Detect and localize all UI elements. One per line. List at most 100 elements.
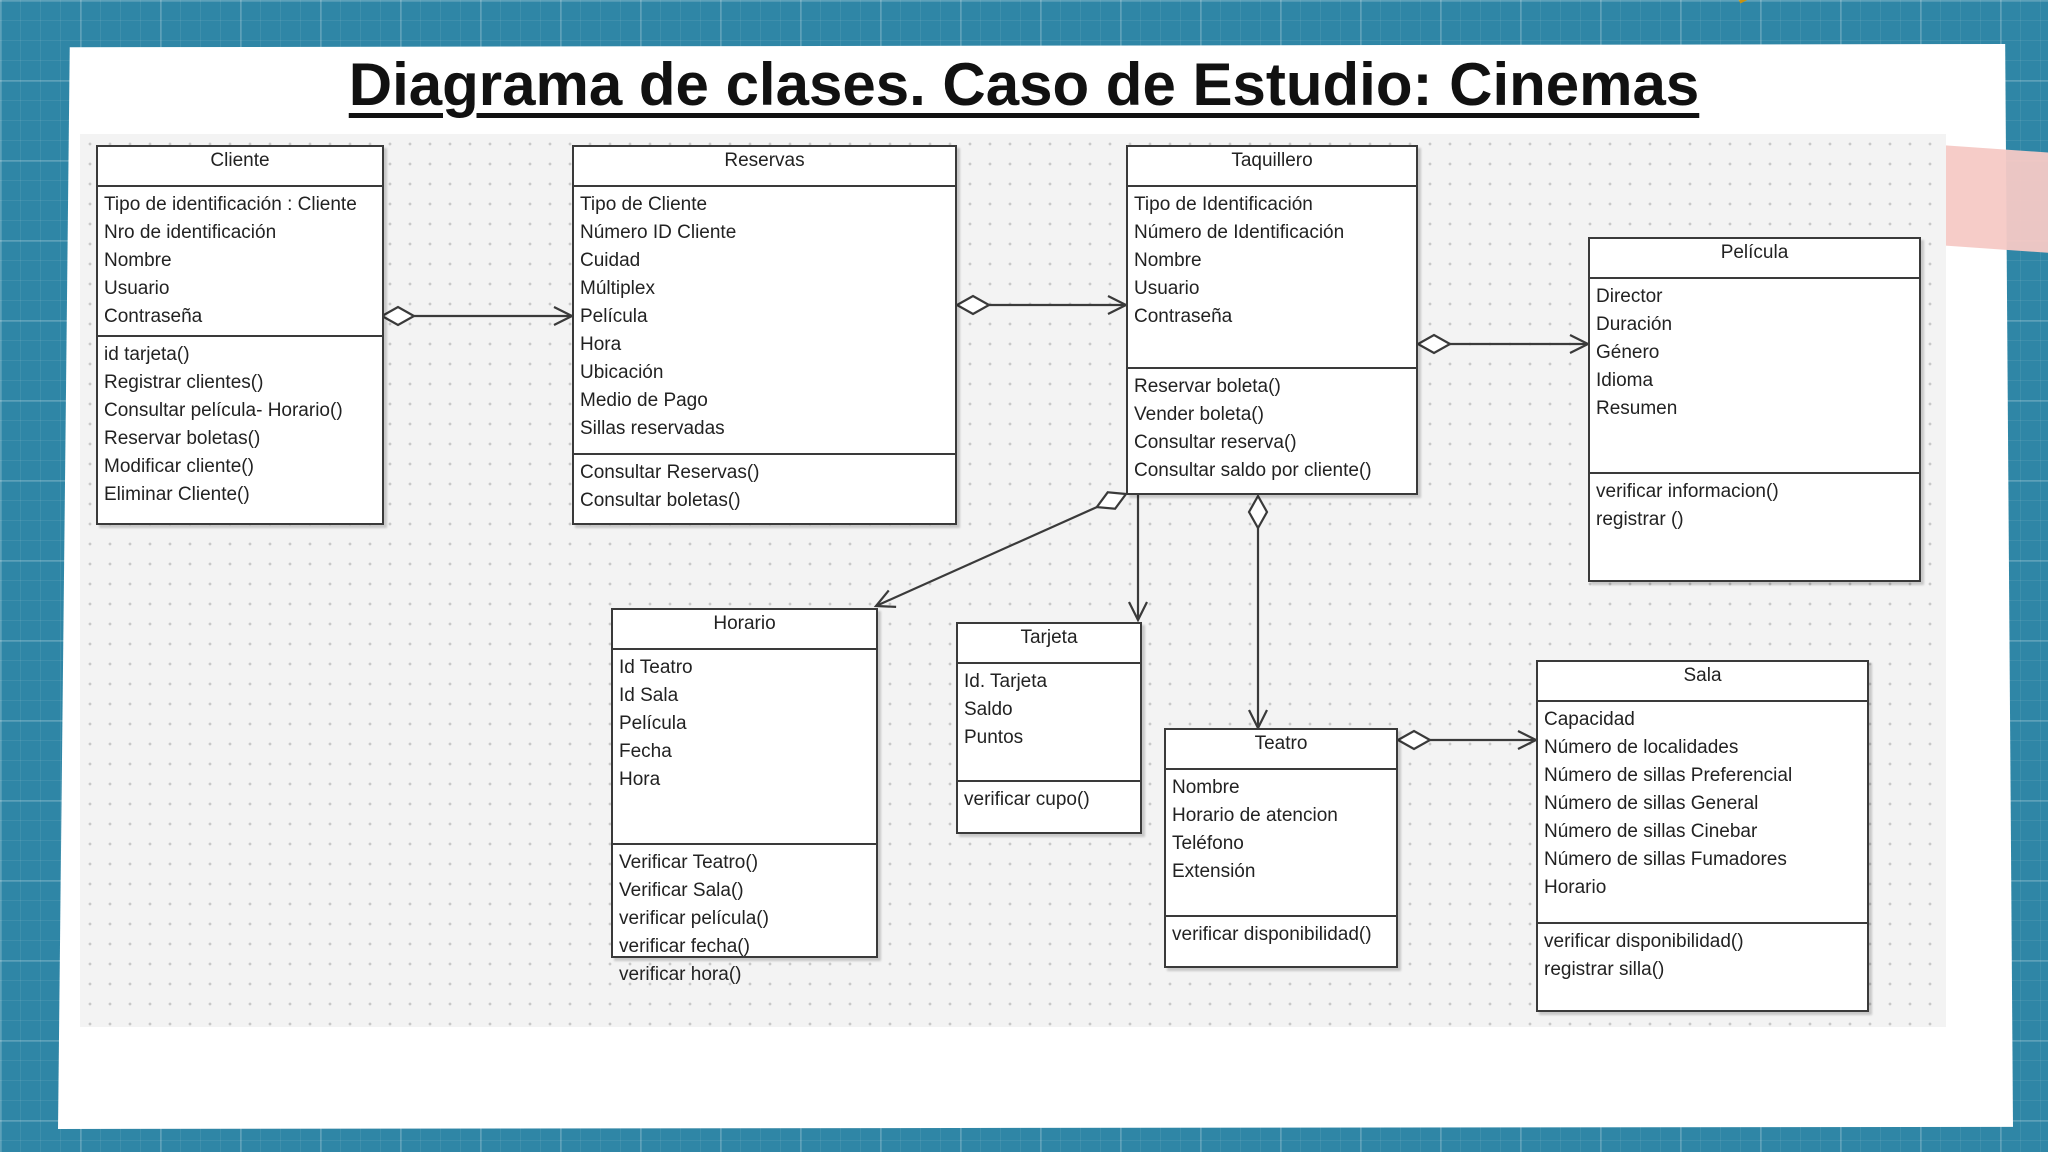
methods-section: Verificar Teatro() Verificar Sala() verifi… bbox=[613, 845, 876, 989]
class-name: Tarjeta bbox=[958, 624, 1140, 664]
method: verificar informacion() bbox=[1596, 481, 1779, 502]
method: registrar () bbox=[1596, 509, 1684, 530]
method: verificar hora() bbox=[619, 964, 742, 985]
attribute: Número de Identificación bbox=[1134, 222, 1345, 243]
attribute: Tipo de Cliente bbox=[580, 194, 708, 215]
attribute: Teléfono bbox=[1172, 833, 1244, 854]
method: verificar película() bbox=[619, 908, 769, 929]
class-name: Horario bbox=[613, 610, 876, 650]
method: verificar fecha() bbox=[619, 936, 750, 957]
attribute: Director bbox=[1596, 286, 1663, 307]
method: Consultar saldo por cliente() bbox=[1134, 460, 1372, 481]
method: id tarjeta() bbox=[104, 344, 190, 365]
attribute: Número de sillas Preferencial bbox=[1544, 765, 1793, 786]
attribute: Número de sillas Fumadores bbox=[1544, 849, 1787, 870]
attribute: Fecha bbox=[619, 741, 672, 762]
attribute: Nro de identificación bbox=[104, 222, 277, 243]
attribute: Id Sala bbox=[619, 685, 679, 706]
attribute: Resumen bbox=[1596, 398, 1678, 419]
method: Consultar reserva() bbox=[1134, 432, 1297, 453]
attribute: Puntos bbox=[964, 727, 1024, 748]
method: Consultar boletas() bbox=[580, 490, 741, 511]
attribute: Tipo de Identificación bbox=[1134, 194, 1313, 215]
attribute: Horario de atencion bbox=[1172, 805, 1338, 826]
attribute: Usuario bbox=[104, 278, 170, 299]
method: Registrar clientes() bbox=[104, 372, 264, 393]
class-name: Cliente bbox=[98, 147, 382, 187]
arrow-head bbox=[873, 589, 897, 608]
attribute: Múltiplex bbox=[580, 278, 655, 299]
methods-section: Reservar boleta() Vender boleta() Consulta… bbox=[1128, 369, 1416, 485]
methods-section: Consultar Reservas() Consultar boletas() bbox=[574, 455, 955, 515]
slide-title: Diagrama de clases. Caso de Estudio: Cin… bbox=[348, 51, 1700, 118]
arrow-head bbox=[1128, 601, 1148, 623]
method: registrar silla() bbox=[1544, 959, 1665, 980]
aggregation-diamond bbox=[379, 305, 417, 327]
attribute: Género bbox=[1596, 342, 1660, 363]
attribute: Hora bbox=[580, 334, 622, 355]
class-name: Taquillero bbox=[1128, 147, 1416, 187]
method: Verificar Sala() bbox=[619, 880, 744, 901]
attribute: Horario bbox=[1544, 877, 1607, 898]
attribute: Tipo de identificación : Cliente bbox=[104, 194, 357, 215]
attribute: Ubicación bbox=[580, 362, 664, 383]
method: Verificar Teatro() bbox=[619, 852, 759, 873]
method: verificar disponibilidad() bbox=[1172, 924, 1372, 945]
methods-section: id tarjeta() Registrar clientes() Consulta… bbox=[98, 337, 382, 509]
attribute: Id. Tarjeta bbox=[964, 671, 1048, 692]
attribute: Número de sillas Cinebar bbox=[1544, 821, 1758, 842]
methods-section: verificar disponibilidad() registrar sill… bbox=[1538, 924, 1867, 984]
attribute: Medio de Pago bbox=[580, 390, 708, 411]
attribute: Idioma bbox=[1596, 370, 1654, 391]
method: Consultar Reservas() bbox=[580, 462, 760, 483]
method: Vender boleta() bbox=[1134, 404, 1264, 425]
method: Reservar boleta() bbox=[1134, 376, 1281, 397]
attribute: Nombre bbox=[104, 250, 172, 271]
class-name: Película bbox=[1590, 239, 1919, 279]
attribute: Contraseña bbox=[1134, 306, 1233, 327]
method: Consultar película- Horario() bbox=[104, 400, 343, 421]
attribute: Película bbox=[580, 306, 648, 327]
aggregation-diamond bbox=[1415, 333, 1453, 355]
attribute: Extensión bbox=[1172, 861, 1256, 882]
method: Modificar cliente() bbox=[104, 456, 254, 477]
attribute: Nombre bbox=[1134, 250, 1202, 271]
attribute: Duración bbox=[1596, 314, 1673, 335]
relationship-line bbox=[875, 506, 1098, 608]
method: verificar disponibilidad() bbox=[1544, 931, 1744, 952]
attribute: Usuario bbox=[1134, 278, 1200, 299]
attribute: Id Teatro bbox=[619, 657, 693, 678]
aggregation-diamond bbox=[954, 294, 992, 316]
attribute: Sillas reservadas bbox=[580, 418, 725, 439]
attribute: Cuidad bbox=[580, 250, 641, 271]
aggregation-diamond bbox=[1247, 493, 1269, 531]
attribute: Hora bbox=[619, 769, 661, 790]
attribute: Capacidad bbox=[1544, 709, 1635, 730]
class-name: Sala bbox=[1538, 662, 1867, 702]
method: verificar cupo() bbox=[964, 789, 1090, 810]
aggregation-diamond bbox=[1094, 491, 1129, 510]
method: Reservar boletas() bbox=[104, 428, 261, 449]
methods-section: verificar disponibilidad() bbox=[1166, 917, 1396, 949]
attribute: Número de localidades bbox=[1544, 737, 1739, 758]
class-name: Reservas bbox=[574, 147, 955, 187]
methods-section: verificar informacion() registrar () bbox=[1590, 474, 1919, 534]
method: Eliminar Cliente() bbox=[104, 484, 250, 505]
attribute: Número de sillas General bbox=[1544, 793, 1759, 814]
